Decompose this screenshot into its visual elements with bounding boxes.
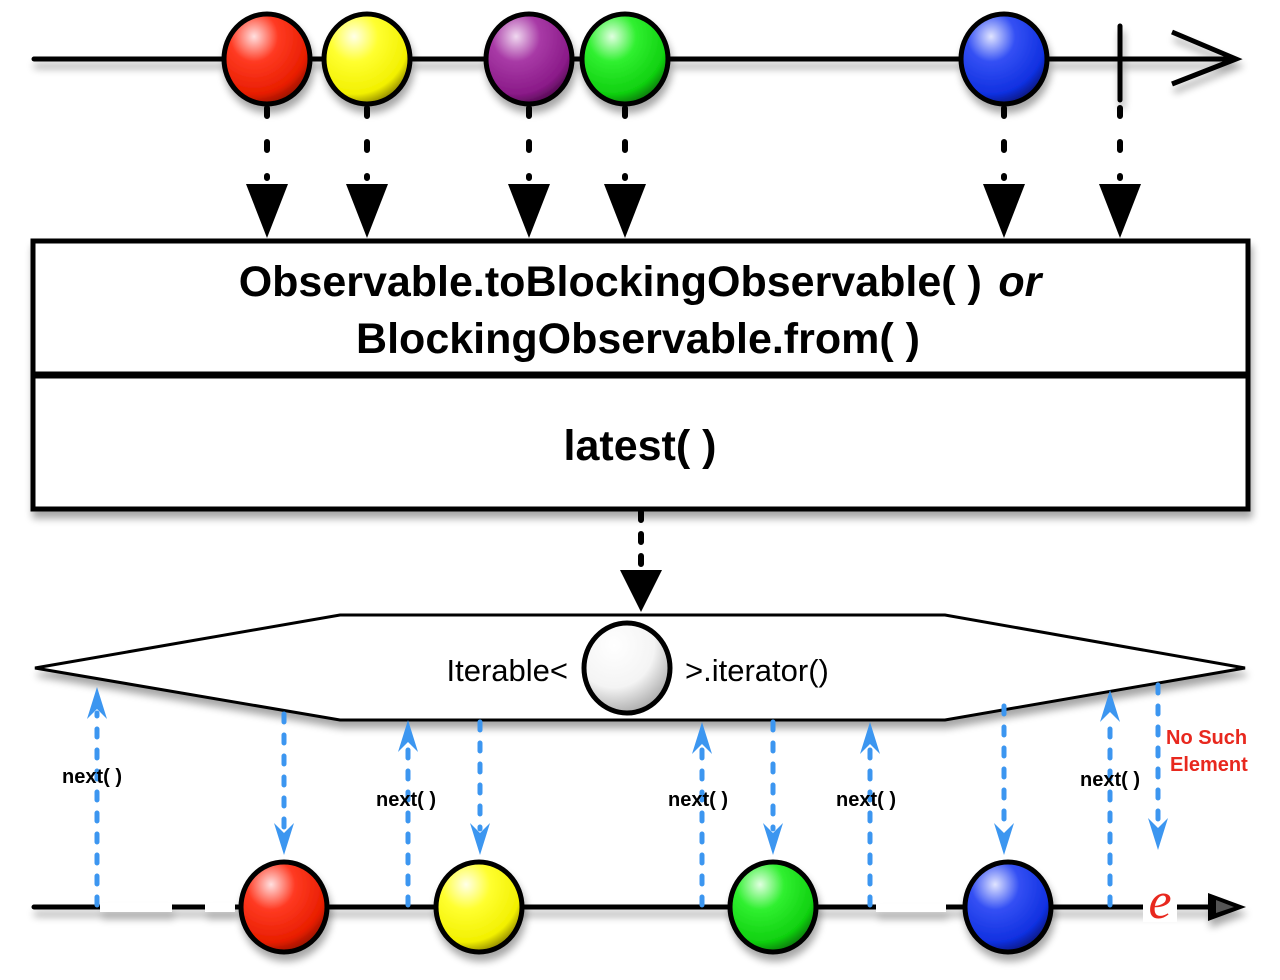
item-delivery-arrow — [994, 703, 1014, 855]
error-symbol-bg — [1143, 880, 1177, 922]
source-marble-purple — [483, 11, 575, 107]
emission-arrow — [246, 105, 288, 238]
blocking-gap — [100, 903, 172, 912]
source-marble-red — [221, 11, 313, 107]
next-call-arrow — [398, 720, 418, 908]
next-call-arrow — [692, 722, 712, 908]
item-delivery-arrow — [274, 711, 294, 855]
error-label-line1: No Such — [1166, 727, 1247, 749]
generic-item-marble — [581, 620, 673, 716]
emission-arrow — [604, 105, 646, 238]
error-symbol: e — [1148, 873, 1171, 930]
emission-arrow — [983, 105, 1025, 238]
latest-box — [30, 373, 1251, 512]
output-marble-blue — [962, 859, 1054, 955]
operator-name: latest( ) — [564, 422, 717, 470]
next-call-label: next( ) — [1080, 769, 1140, 791]
next-call-arrow — [87, 687, 107, 908]
iterable-prefix: Iterable< — [446, 653, 568, 688]
next-call-arrow — [1100, 690, 1120, 908]
source-timeline-arrowhead — [1171, 29, 1243, 87]
output-marble-red — [238, 859, 330, 955]
operator-box — [30, 238, 1251, 512]
emission-arrows — [246, 105, 1141, 238]
blocking-gap — [205, 903, 235, 912]
iterator-suffix: >.iterator() — [685, 653, 829, 688]
operator-output-arrow — [620, 509, 662, 612]
item-delivery-arrow — [1148, 682, 1168, 850]
emission-arrow — [346, 105, 388, 238]
source-marble-blue — [958, 11, 1050, 107]
next-call-label: next( ) — [836, 789, 896, 811]
call-arrows — [87, 682, 1168, 908]
emission-arrow — [1099, 105, 1141, 238]
source-marble-green — [579, 11, 671, 107]
item-delivery-arrow — [763, 719, 783, 855]
conversion-or: or — [998, 258, 1043, 306]
conversion-box — [30, 238, 1251, 377]
next-call-label: next( ) — [376, 789, 436, 811]
conversion-method-2: BlockingObservable.from( ) — [356, 315, 920, 363]
emission-arrow — [508, 105, 550, 238]
source-timeline — [31, 11, 1243, 107]
output-marble-green — [727, 859, 819, 955]
blocking-gap — [876, 904, 946, 912]
error-label-line2: Element — [1170, 754, 1248, 776]
conversion-method-1: Observable.toBlockingObservable( ) — [239, 258, 982, 306]
item-delivery-arrow — [470, 719, 490, 855]
next-call-label: next( ) — [62, 766, 122, 788]
output-timeline — [31, 893, 1246, 921]
conversion-title-line1: Observable.toBlockingObservable( ) or — [239, 258, 1044, 306]
output-marble-yellow — [433, 859, 525, 955]
next-call-label: next( ) — [668, 789, 728, 811]
source-marble-yellow — [321, 11, 413, 107]
next-call-arrow — [860, 722, 880, 908]
